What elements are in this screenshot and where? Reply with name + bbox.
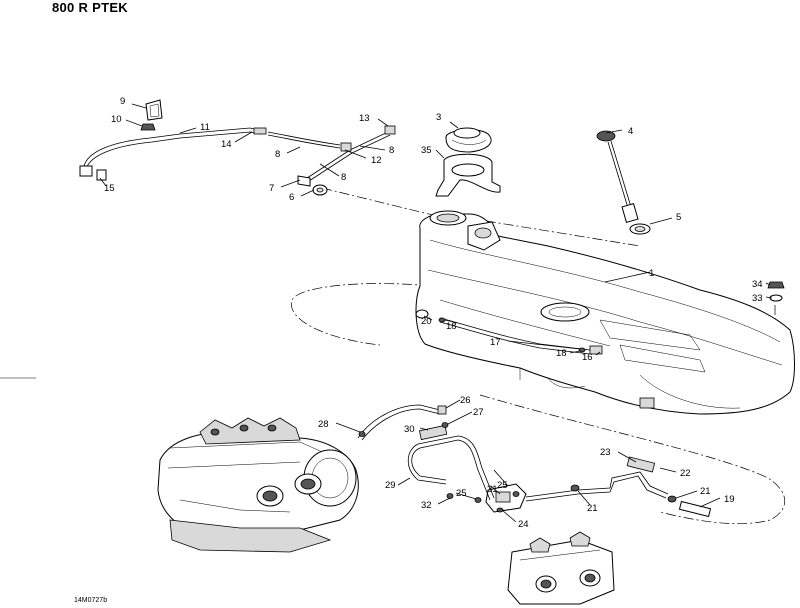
callout-32: 32 (421, 500, 432, 511)
callout-24: 24 (518, 519, 529, 530)
callout-16: 16 (582, 352, 593, 363)
callout-17: 17 (490, 337, 501, 348)
fitting-28 (358, 431, 366, 437)
callout-18a: 18 (446, 321, 457, 332)
callout-6: 6 (289, 192, 294, 203)
leader-lines (99, 103, 773, 523)
filler-dash-line (321, 187, 446, 219)
callout-21b: 21 (587, 503, 598, 514)
spacer (312, 184, 328, 196)
lower-dash-outline (479, 394, 785, 525)
callout-14: 14 (221, 139, 232, 150)
fuel-hose-loop (407, 435, 495, 501)
callout-31: 31 (487, 484, 498, 495)
callout-35: 35 (421, 145, 432, 156)
fitting-21a (570, 484, 580, 492)
callout-3: 3 (436, 112, 441, 123)
fuel-cap (445, 127, 492, 153)
callout-8c: 8 (389, 145, 394, 156)
callout-labels: 1 3 4 5 6 7 8 8 8 9 10 11 12 13 14 15 16… (104, 96, 763, 530)
callout-19: 19 (724, 494, 735, 505)
sensor-grommet (629, 223, 651, 235)
hose-clip (145, 99, 163, 121)
callout-22: 22 (680, 468, 691, 479)
callout-34: 34 (752, 279, 763, 290)
callout-18b: 18 (556, 348, 567, 359)
callout-21a: 21 (700, 486, 711, 497)
nut (767, 281, 785, 289)
callout-33: 33 (752, 293, 763, 304)
fuel-pump (485, 483, 527, 513)
callout-4: 4 (628, 126, 633, 137)
callout-9: 9 (120, 96, 125, 107)
fuel-filter (678, 500, 712, 518)
callout-12: 12 (371, 155, 382, 166)
clamp-25b (512, 491, 520, 497)
clip-nut (140, 123, 156, 131)
callout-25b: 25 (497, 480, 508, 491)
callout-29: 29 (385, 480, 396, 491)
callout-13: 13 (359, 113, 370, 124)
tank-dash-outline (290, 283, 431, 346)
callout-20: 20 (421, 316, 432, 327)
engine (157, 417, 359, 553)
callout-15: 15 (104, 183, 115, 194)
callout-26: 26 (460, 395, 471, 406)
callout-28: 28 (318, 419, 329, 430)
fuel-tank (415, 210, 795, 415)
fitting-21b (667, 495, 677, 503)
callout-30: 30 (404, 424, 415, 435)
clamp-27 (441, 422, 449, 428)
clamp-32 (446, 493, 454, 499)
callout-8a: 8 (275, 149, 280, 160)
callout-11: 11 (200, 122, 210, 133)
tank-outlet-hose (415, 309, 603, 355)
callout-1: 1 (649, 268, 654, 279)
figure-code: 14M0727b (74, 597, 108, 604)
callout-23: 23 (600, 447, 611, 458)
callout-8b: 8 (341, 172, 346, 183)
carburetor-assembly (507, 531, 615, 605)
callout-10: 10 (111, 114, 122, 125)
filler-neck-bracket (435, 153, 501, 197)
callout-5: 5 (676, 212, 681, 223)
callout-7: 7 (269, 183, 274, 194)
vent-hose-assembly (79, 125, 396, 187)
fuel-level-sensor (596, 130, 639, 223)
callout-27: 27 (473, 407, 484, 418)
callout-25a: 25 (456, 488, 467, 499)
clamp-25a (474, 497, 482, 503)
diagram-title: 800 R PTEK (52, 0, 128, 15)
cap-dash-line (467, 217, 641, 247)
